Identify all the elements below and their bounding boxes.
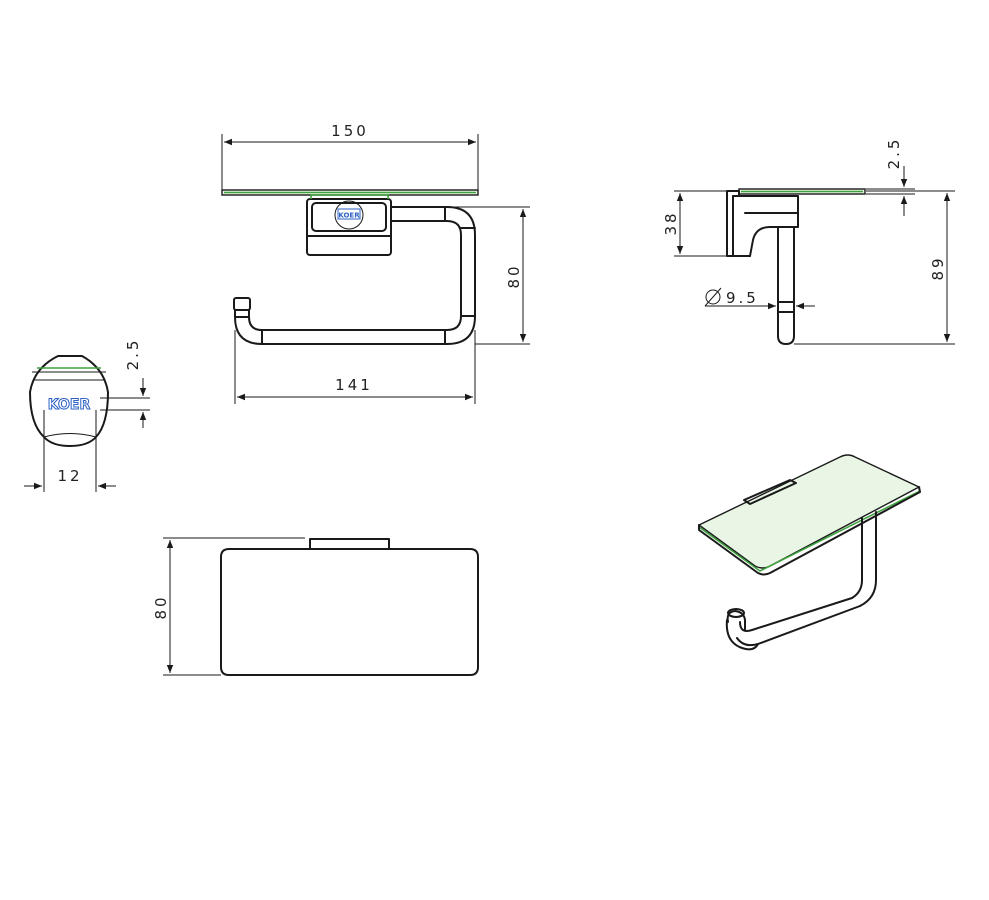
top-glass-outline <box>220 538 479 676</box>
svg-text:80: 80 <box>505 263 523 288</box>
svg-text:89: 89 <box>929 255 947 280</box>
svg-text:150: 150 <box>331 122 369 140</box>
side-wall-plate <box>726 190 740 257</box>
dim-side-plate: 2.5 <box>866 137 915 216</box>
dim-side-total: 89 <box>794 190 955 345</box>
end-logo: KOER <box>48 397 91 413</box>
dim-front-height: 80 <box>445 206 530 345</box>
svg-text:141: 141 <box>335 376 373 394</box>
svg-text:38: 38 <box>662 210 680 235</box>
isometric-view <box>697 454 921 651</box>
dim-top-depth: 80 <box>152 537 305 676</box>
front-view: KOER 150 80 141 <box>221 122 530 404</box>
svg-text:9.5: 9.5 <box>726 289 759 307</box>
side-rod <box>777 226 795 345</box>
side-view: 2.5 38 89 9.5 <box>662 137 955 345</box>
dim-front-width: 150 <box>221 122 479 190</box>
dim-rod-diameter: 9.5 <box>704 287 815 310</box>
svg-text:12: 12 <box>57 467 82 485</box>
svg-text:80: 80 <box>152 594 170 619</box>
svg-text:2.5: 2.5 <box>885 137 903 170</box>
side-bracket <box>732 195 799 257</box>
dim-arm-length: 141 <box>234 330 476 404</box>
front-mount-block <box>306 198 392 256</box>
diameter-icon <box>705 289 721 305</box>
front-arm <box>234 206 476 345</box>
end-cap-outline <box>29 355 109 447</box>
dim-end-width: 12 <box>24 410 116 492</box>
dim-side-bracket: 38 <box>662 190 727 257</box>
iso-end-cap <box>726 610 746 631</box>
top-view: 80 <box>152 537 479 676</box>
front-logo: KOER <box>338 212 360 220</box>
dim-end-plate: 2.5 <box>100 338 150 428</box>
end-view: KOER 2.5 12 <box>24 338 150 492</box>
svg-text:2.5: 2.5 <box>124 338 142 371</box>
iso-rod <box>739 597 853 632</box>
front-end-cap <box>233 297 251 311</box>
